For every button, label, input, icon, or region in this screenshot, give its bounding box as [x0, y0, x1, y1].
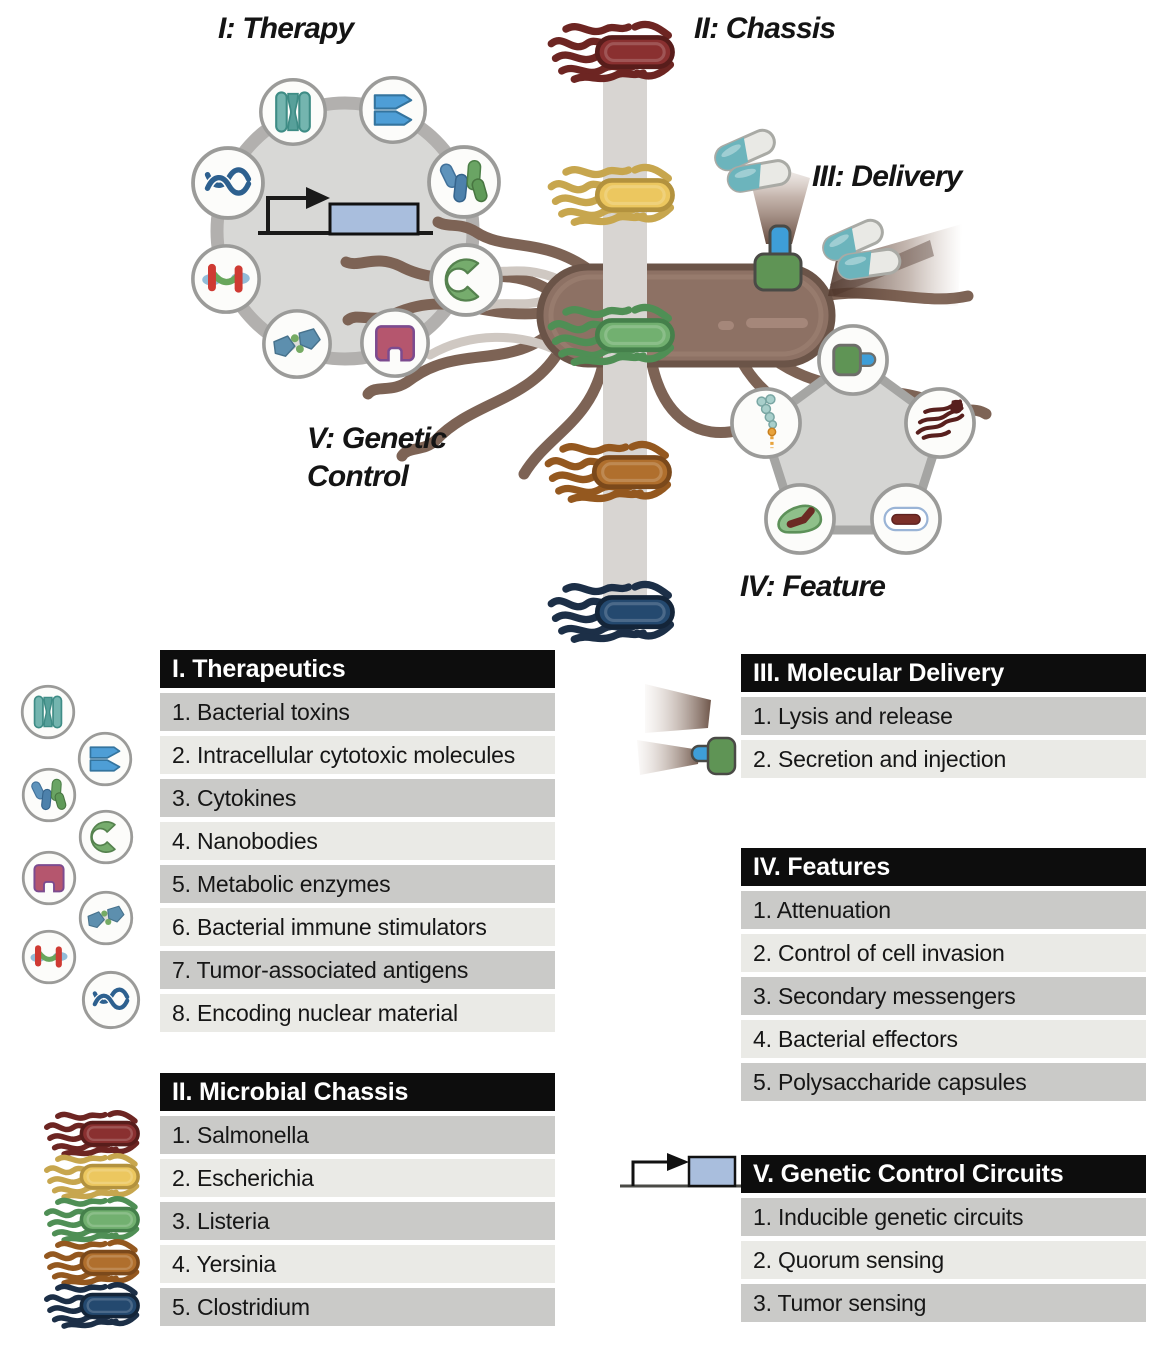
section-label-genetic-control: V: Genetic Control	[307, 420, 447, 496]
genetic-control-list: V. Genetic Control Circuits 1. Inducible…	[741, 1155, 1146, 1322]
list-item: 4. Nanobodies	[160, 822, 555, 860]
cytotoxic-molecule-icon	[79, 733, 131, 785]
list-item: 1. Salmonella	[160, 1116, 555, 1154]
host-flagella	[340, 216, 992, 480]
list-item: 3. Tumor sensing	[741, 1284, 1146, 1322]
list-item: 7. Tumor-associated antigens	[160, 951, 555, 989]
flagella-icon	[906, 389, 974, 457]
section-label-genetic-line1: V: Genetic	[307, 422, 447, 455]
membrane-pore-icon	[22, 686, 74, 738]
cytokine-icon	[427, 145, 501, 219]
chassis-list: II. Microbial Chassis 1. Salmonella 2. E…	[160, 1073, 555, 1326]
dna-helix-icon	[83, 972, 138, 1027]
list-item: 1. Bacterial toxins	[160, 693, 555, 731]
delivery-list: III. Molecular Delivery 1. Lysis and rel…	[741, 654, 1146, 778]
list-header-features: IV. Features	[741, 848, 1146, 886]
clostridium-icon	[47, 1285, 138, 1326]
list-item: 3. Secondary messengers	[741, 977, 1146, 1015]
list-item: 1. Attenuation	[741, 891, 1146, 929]
nanobody-icon	[429, 243, 503, 317]
section-label-delivery: III: Delivery	[812, 160, 962, 193]
metabolic-enzyme-icon	[23, 852, 75, 904]
list-item: 4. Yersinia	[160, 1245, 555, 1283]
bacteria-therapy-illustration	[0, 0, 992, 648]
list-item: 2. Quorum sensing	[741, 1241, 1146, 1279]
therapeutics-list: I. Therapeutics 1. Bacterial toxins 2. I…	[160, 650, 555, 1032]
list-item: 2. Secretion and injection	[741, 740, 1146, 778]
list-header-chassis: II. Microbial Chassis	[160, 1073, 555, 1111]
salmonella-icon	[551, 24, 672, 79]
secretion-release-icon	[637, 684, 737, 776]
list-item: 4. Bacterial effectors	[741, 1020, 1146, 1058]
list-item: 1. Lysis and release	[741, 697, 1146, 735]
list-header-genetic-control: V. Genetic Control Circuits	[741, 1155, 1146, 1193]
promoter-gene-icon	[258, 187, 433, 236]
feature-pentagon	[730, 324, 974, 555]
list-item: 8. Encoding nuclear material	[160, 994, 555, 1032]
section-label-genetic-line2: Control	[307, 460, 409, 493]
secretion-pump-icon	[753, 224, 803, 292]
delivery-release	[710, 124, 962, 306]
cytotoxic-molecule-icon	[359, 76, 427, 144]
list-item: 3. Listeria	[160, 1202, 555, 1240]
list-header-therapeutics: I. Therapeutics	[160, 650, 555, 688]
list-item: 2. Intracellular cytotoxic molecules	[160, 736, 555, 774]
list-item: 1. Inducible genetic circuits	[741, 1198, 1146, 1236]
metabolic-enzyme-icon	[360, 308, 430, 378]
immune-stimulator-icon	[80, 892, 132, 944]
list-item: 5. Polysaccharide capsules	[741, 1063, 1146, 1101]
list-item: 5. Clostridium	[160, 1288, 555, 1326]
cell-invasion-icon	[766, 485, 834, 553]
section-label-therapy: I: Therapy	[218, 12, 354, 45]
nanobody-icon	[80, 811, 132, 863]
membrane-pore-icon	[259, 78, 327, 146]
immune-stimulator-icon	[264, 311, 330, 377]
list-item: 3. Cytokines	[160, 779, 555, 817]
dna-helix-icon	[193, 148, 263, 218]
polysaccharide-capsule-icon	[870, 483, 942, 555]
features-list: IV. Features 1. Attenuation 2. Control o…	[741, 848, 1146, 1101]
section-label-chassis: II: Chassis	[694, 12, 836, 45]
sugar-chain-icon	[730, 387, 802, 459]
list-header-delivery: III. Molecular Delivery	[741, 654, 1146, 692]
list-item: 2. Control of cell invasion	[741, 934, 1146, 972]
tumor-antigen-icon	[23, 931, 75, 983]
list-item: 2. Escherichia	[160, 1159, 555, 1197]
section-label-feature: IV: Feature	[740, 570, 886, 603]
cytokine-icon	[23, 769, 75, 821]
list-item: 5. Metabolic enzymes	[160, 865, 555, 903]
promoter-gene-icon	[620, 1153, 741, 1188]
list-item: 6. Bacterial immune stimulators	[160, 908, 555, 946]
tumor-antigen-icon	[193, 246, 259, 312]
bacterial-effector-icon	[817, 324, 889, 396]
